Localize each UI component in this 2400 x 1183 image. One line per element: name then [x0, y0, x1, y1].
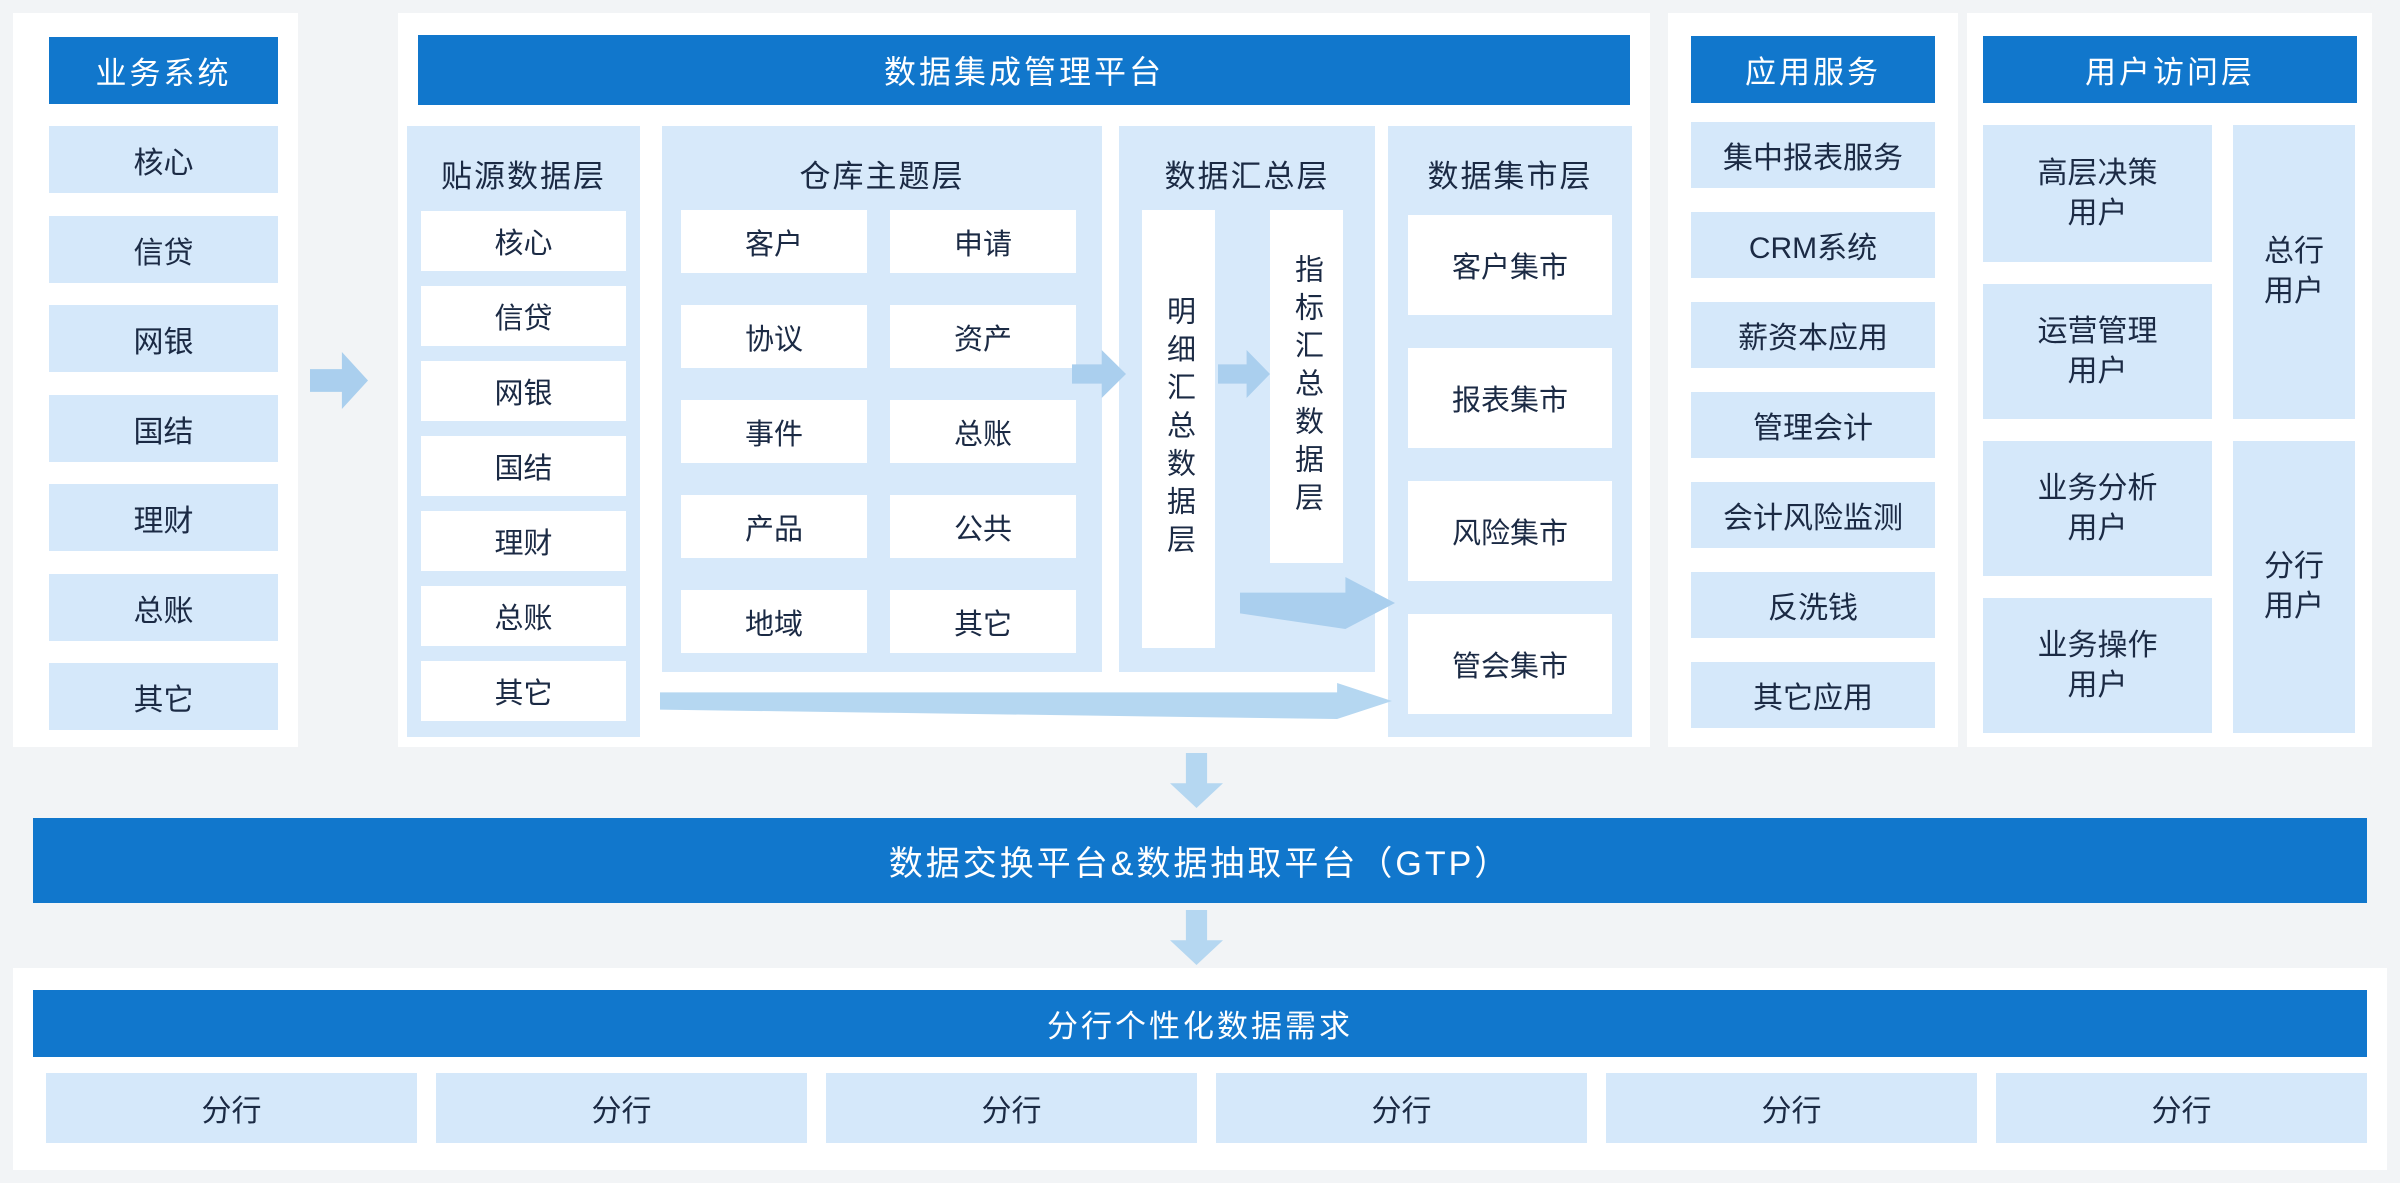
mart-item: 管会集市 — [1408, 614, 1612, 714]
source-layer-item: 网银 — [421, 361, 626, 421]
branch-section-header: 分行个性化数据需求 — [33, 990, 2367, 1057]
warehouse-item: 协议 — [681, 305, 867, 368]
mart-layer-title: 数据集市层 — [1427, 159, 1593, 194]
warehouse-item: 客户 — [681, 210, 867, 273]
branch-item: 分行 — [46, 1073, 417, 1143]
business-system-item: 网银 — [49, 305, 278, 372]
source-layer-item: 其它 — [421, 661, 626, 721]
business-system-item: 总账 — [49, 574, 278, 641]
warehouse-layer-panel: 仓库主题层 客户 申请 协议 资产 事件 总账 产品 公共 地域 其它 — [662, 126, 1102, 672]
user-group-item: 业务分析 用户 — [1983, 441, 2212, 576]
mart-item: 客户集市 — [1408, 215, 1612, 315]
flow-arrow-down-icon — [1170, 910, 1223, 965]
app-service-item: 其它应用 — [1691, 662, 1935, 728]
warehouse-item: 地域 — [681, 590, 867, 653]
user-group-item: 运营管理 用户 — [1983, 284, 2212, 419]
source-layer-item: 理财 — [421, 511, 626, 571]
source-layer-item: 国结 — [421, 436, 626, 496]
user-group-item: 高层决策 用户 — [1983, 125, 2212, 262]
warehouse-item: 资产 — [890, 305, 1076, 368]
app-service-item: 集中报表服务 — [1691, 122, 1935, 188]
branch-item: 分行 — [826, 1073, 1197, 1143]
integration-platform-panel: 数据集成管理平台 贴源数据层 核心 信贷 网银 国结 理财 总账 其它 仓库主题… — [398, 13, 1650, 747]
flow-arrow-right-icon — [310, 352, 368, 409]
source-layer-item: 信贷 — [421, 286, 626, 346]
user-access-header: 用户访问层 — [1983, 36, 2357, 103]
warehouse-item: 事件 — [681, 400, 867, 463]
business-system-item: 其它 — [49, 663, 278, 730]
indicator-summary-box: 指标汇总数据层 — [1270, 210, 1343, 563]
org-group-item: 分行 用户 — [2233, 441, 2355, 733]
branch-item: 分行 — [1606, 1073, 1977, 1143]
app-service-item: 薪资本应用 — [1691, 302, 1935, 368]
source-layer-item: 总账 — [421, 586, 626, 646]
app-services-header: 应用服务 — [1691, 36, 1935, 103]
mart-item: 报表集市 — [1408, 348, 1612, 448]
app-service-item: 管理会计 — [1691, 392, 1935, 458]
business-system-item: 理财 — [49, 484, 278, 551]
flow-arrow-right-icon — [660, 683, 1392, 719]
source-layer-item: 核心 — [421, 211, 626, 271]
business-system-item: 国结 — [49, 395, 278, 462]
source-layer-panel: 贴源数据层 核心 信贷 网银 国结 理财 总账 其它 — [407, 126, 640, 737]
flow-arrow-down-icon — [1170, 753, 1223, 808]
business-system-item: 核心 — [49, 126, 278, 193]
exchange-platform-bar: 数据交换平台&数据抽取平台（GTP） — [33, 818, 2367, 903]
detail-summary-box: 明细汇总数据层 — [1142, 210, 1215, 648]
warehouse-item: 申请 — [890, 210, 1076, 273]
branch-item: 分行 — [1996, 1073, 2367, 1143]
mart-item: 风险集市 — [1408, 481, 1612, 581]
app-service-item: CRM系统 — [1691, 212, 1935, 278]
mart-layer-panel: 数据集市层 客户集市 报表集市 风险集市 管会集市 — [1388, 126, 1632, 737]
business-systems-panel: 业务系统 核心 信贷 网银 国结 理财 总账 其它 — [13, 13, 298, 747]
summary-layer-title: 数据汇总层 — [1164, 159, 1330, 194]
business-systems-header: 业务系统 — [49, 37, 278, 104]
warehouse-item: 总账 — [890, 400, 1076, 463]
app-service-item: 反洗钱 — [1691, 572, 1935, 638]
org-group-item: 总行 用户 — [2233, 125, 2355, 419]
app-services-panel: 应用服务 集中报表服务 CRM系统 薪资本应用 管理会计 会计风险监测 反洗钱 … — [1668, 13, 1958, 747]
branch-item: 分行 — [1216, 1073, 1587, 1143]
app-service-item: 会计风险监测 — [1691, 482, 1935, 548]
summary-layer-panel: 数据汇总层 明细汇总数据层 指标汇总数据层 — [1119, 126, 1375, 672]
business-system-item: 信贷 — [49, 216, 278, 283]
warehouse-item: 公共 — [890, 495, 1076, 558]
branch-item: 分行 — [436, 1073, 807, 1143]
warehouse-item: 其它 — [890, 590, 1076, 653]
user-access-panel: 用户访问层 高层决策 用户 运营管理 用户 业务分析 用户 业务操作 用户 总行… — [1967, 13, 2372, 747]
branch-section-panel: 分行个性化数据需求 分行 分行 分行 分行 分行 分行 — [13, 968, 2387, 1170]
warehouse-layer-title: 仓库主题层 — [799, 159, 965, 194]
warehouse-item: 产品 — [681, 495, 867, 558]
integration-platform-header: 数据集成管理平台 — [418, 35, 1630, 105]
source-layer-title: 贴源数据层 — [441, 159, 606, 194]
user-group-item: 业务操作 用户 — [1983, 598, 2212, 733]
